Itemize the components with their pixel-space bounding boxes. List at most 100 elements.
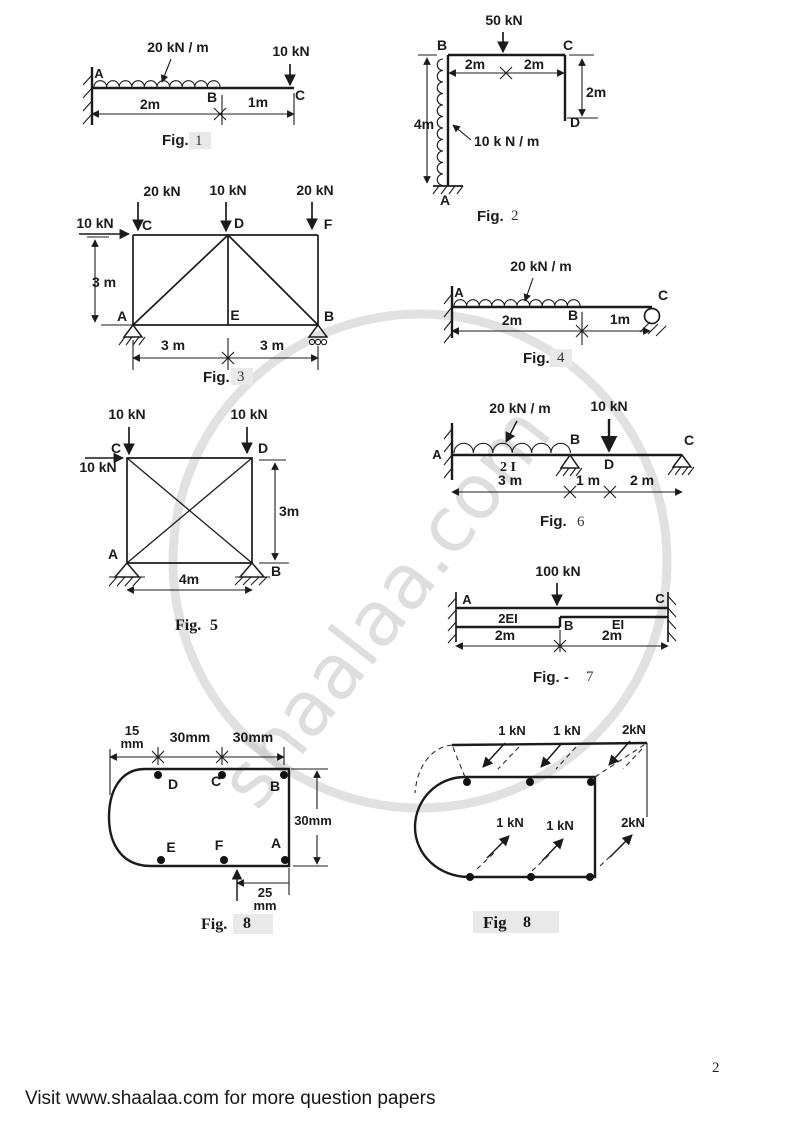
top-load-2-label: 1 kN — [553, 723, 580, 738]
pinned-support-c — [667, 453, 695, 476]
plate-outline — [413, 775, 597, 879]
rivet-label-f: F — [215, 837, 224, 853]
figure-caption: Fig. — [162, 132, 189, 149]
node-label-a: A — [117, 308, 127, 324]
load-d-label: 10 kN — [230, 406, 267, 422]
dim-3m-left: 3 m — [161, 337, 185, 353]
dim-1m: 1m — [610, 311, 630, 327]
figure-number: 1 — [195, 133, 203, 149]
figure-number: 7 — [586, 669, 594, 685]
plate-outline — [107, 767, 291, 868]
page-number: 2 — [712, 1060, 720, 1076]
udl-pointer-arrow — [452, 124, 472, 141]
mid-load-arrows — [476, 834, 633, 872]
caption-highlight — [550, 349, 572, 367]
dim-15: 15 — [125, 723, 139, 738]
dim-4m: 4m — [414, 116, 434, 132]
frame-members — [126, 457, 253, 564]
right-dimension — [567, 54, 598, 119]
dimension-lines — [451, 485, 683, 499]
back-plate-edges — [414, 741, 648, 817]
horizontal-load-label: 10 kN — [79, 459, 116, 475]
caption-highlight — [473, 911, 559, 933]
footer-text: Visit www.shaalaa.com for more question … — [25, 1088, 436, 1109]
figure-7: 100 kN A C B 2EI EI 2m 2m Fig. - 7 — [447, 563, 677, 686]
dim-1m: 1m — [248, 94, 268, 110]
udl-coils — [453, 299, 581, 307]
node-label-b: B — [271, 563, 281, 579]
figure-number: 8 — [523, 914, 531, 931]
figure-4: 20 kN / m A B C 2m 1m Fig. 4 — [443, 258, 668, 367]
dim-1m: 1 m — [576, 472, 600, 488]
top-load-arrows — [482, 740, 643, 770]
node-label-a: A — [108, 546, 118, 562]
figure-caption: Fig. — [201, 916, 227, 933]
node-label-a: A — [454, 285, 464, 300]
node-label-b: B — [564, 618, 573, 633]
figure-number: 6 — [577, 514, 585, 530]
load-d-label: 10 kN — [209, 182, 246, 198]
left-dimension — [418, 54, 437, 184]
fixed-support-wall — [443, 423, 454, 480]
dim-3m: 3m — [279, 503, 299, 519]
figure-number: 8 — [243, 915, 251, 932]
figure-8-perspective: 1 kN 1 kN 2kN 1 kN 1 kN 2kN Fig 8 — [413, 722, 648, 933]
horizontal-load-label: 10 kN — [76, 215, 113, 231]
figure-6: 20 kN / m A B 2 I 10 kN D C 3 m 1 m 2 m … — [432, 398, 695, 530]
point-load-label: 10 kN — [590, 398, 627, 414]
right-dimension — [259, 459, 289, 564]
node-label-c: C — [111, 440, 121, 456]
dimension-lines — [455, 630, 669, 653]
fixed-base-support — [432, 185, 464, 195]
udl-label: 20 kN / m — [489, 400, 550, 416]
dim-3m: 3 m — [498, 472, 522, 488]
rivet-label-a: A — [271, 835, 281, 851]
udl-pointer-arrow — [505, 420, 518, 443]
dim-3m-right: 3 m — [260, 337, 284, 353]
node-label-d: D — [234, 215, 244, 231]
top-dimension — [448, 66, 565, 80]
figure-number: 4 — [557, 350, 565, 366]
load-c-label: 20 kN — [143, 183, 180, 199]
fixed-support-wall — [443, 286, 454, 344]
udl-coils — [93, 80, 221, 88]
dim-2m-left: 2m — [465, 56, 485, 72]
figure-5: 10 kN C 10 kN D 10 kN 3m A B 4m Fig. 5 — [79, 406, 299, 634]
mid-load-3-label: 2kN — [621, 815, 645, 830]
dim-2m-right: 2m — [602, 627, 622, 643]
point-load-label: 10 kN — [272, 43, 309, 59]
caption-highlight — [233, 914, 273, 934]
udl-pointer-arrow — [160, 58, 172, 83]
rivet-label-b: B — [270, 778, 280, 794]
node-label-c: C — [563, 37, 573, 53]
pinned-support-a — [118, 323, 146, 346]
udl-coils — [453, 442, 571, 454]
top-load-1-label: 1 kN — [498, 723, 525, 738]
udl-label: 20 kN / m — [147, 39, 208, 55]
node-label-b: B — [324, 308, 334, 324]
figure-number: 2 — [511, 208, 519, 224]
figure-caption: Fig. — [175, 617, 201, 634]
dim-4m: 4m — [179, 571, 199, 587]
figure-caption: Fig. — [523, 350, 550, 367]
node-label-c: C — [658, 287, 668, 303]
roller-support-b — [307, 323, 329, 346]
node-label-c: C — [655, 591, 665, 606]
dimension-lines — [91, 93, 295, 125]
udl-label: 10 k N / m — [474, 133, 539, 149]
dim-2m-right: 2m — [524, 56, 544, 72]
node-label-c: C — [295, 87, 305, 103]
udl-pointer-arrow — [523, 277, 534, 302]
figure-3: 20 kN C 10 kN 10 kN D 20 kN F 3 m A E B — [76, 182, 334, 386]
node-label-a: A — [94, 66, 104, 81]
dim-2m: 2m — [502, 312, 522, 328]
fixed-support-wall-right — [667, 592, 677, 642]
fixed-support-wall — [82, 67, 94, 125]
node-label-d: D — [604, 456, 614, 472]
figure-1: 20 kN / m 10 kN A B C 2m 1m Fig. 1 — [82, 39, 310, 149]
dim-2m: 2m — [140, 96, 160, 112]
caption-highlight — [231, 368, 253, 385]
support-b — [234, 561, 270, 586]
figure-caption: Fig. - — [533, 669, 569, 686]
caption-highlight — [189, 132, 211, 149]
